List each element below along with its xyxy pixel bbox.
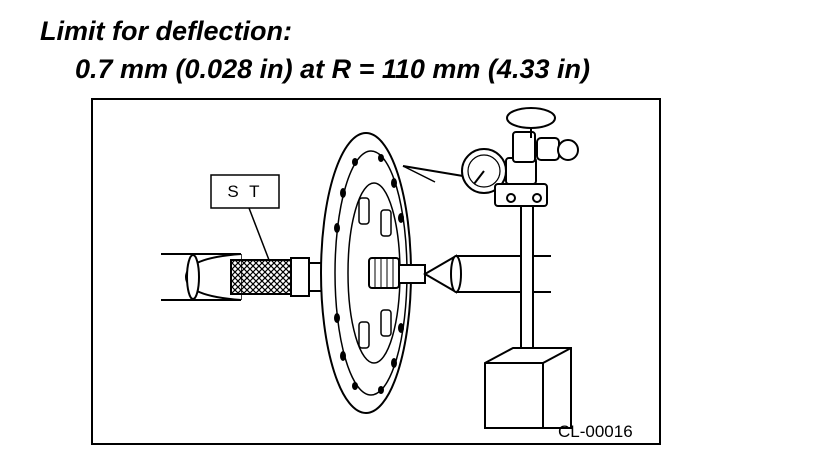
damper-springs [358, 197, 392, 349]
st-label-box [210, 174, 280, 209]
left-shaft [161, 253, 242, 301]
dial-gauge [402, 107, 579, 207]
disc-rivets [334, 154, 404, 394]
st-tool-label: S T [227, 181, 263, 201]
st-tool [230, 257, 336, 297]
limit-heading: Limit for deflection: [40, 16, 292, 46]
right-shaft [398, 254, 551, 294]
limit-value: 0.7 mm (0.028 in) at R = 110 mm (4.33 in… [75, 54, 590, 84]
figure-code: CL-00016 [558, 422, 633, 441]
st-leader-line [248, 207, 270, 261]
dial-gauge-stand [484, 177, 572, 429]
deflection-measurement-figure [91, 98, 661, 445]
clutch-disc [320, 132, 412, 414]
